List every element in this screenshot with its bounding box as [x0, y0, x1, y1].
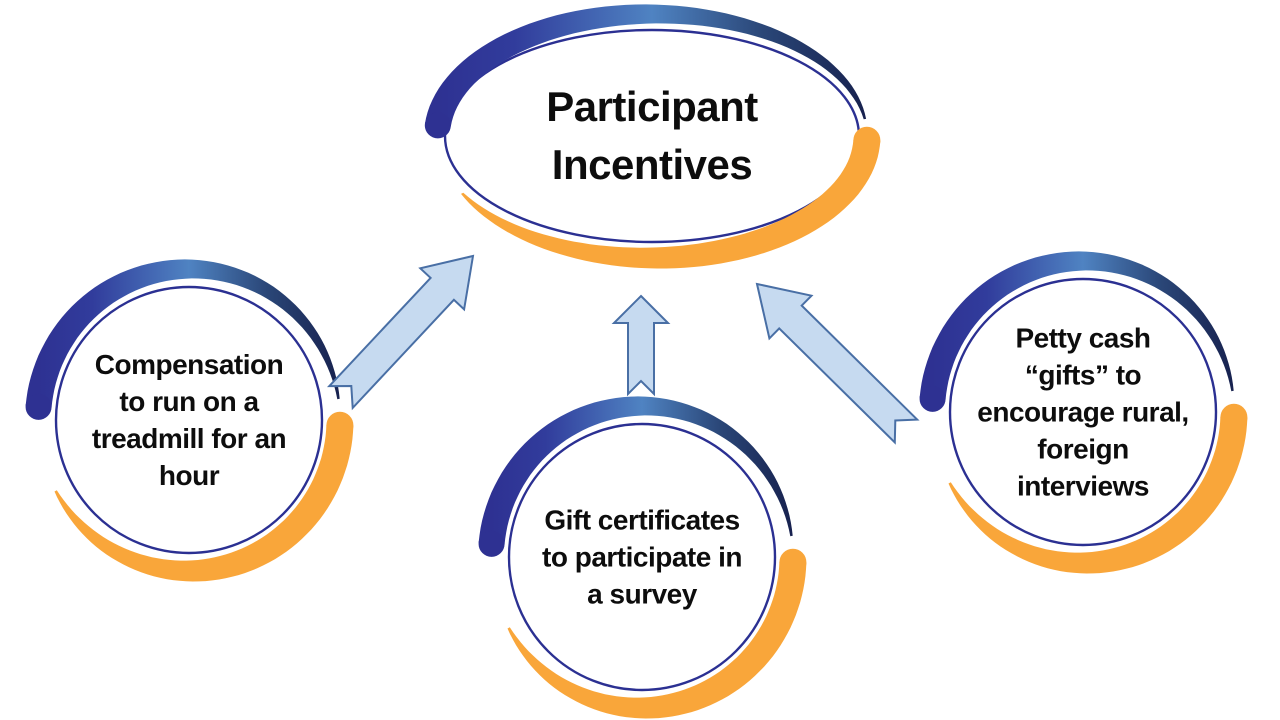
treadmill-node-label: Compensation to run on a treadmill for a… [91, 346, 287, 494]
treadmill-circle-graphic [25, 259, 354, 582]
blue-arc-cap [478, 530, 505, 557]
arrow-survey-to-center [611, 294, 671, 397]
arrow-treadmill-to-center [326, 254, 475, 411]
orange-arc [948, 416, 1248, 574]
treadmill-label-line: hour [158, 460, 220, 491]
orange-arc-cap [853, 126, 881, 154]
blue-arc-cap [919, 385, 946, 412]
orange-arc [507, 561, 807, 719]
pettycash-label-line: encourage rural, [977, 396, 1189, 428]
blue-arc [25, 259, 340, 408]
survey-label-line: to participate in [542, 541, 742, 573]
blue-arc [424, 4, 867, 127]
node-ring [507, 422, 777, 692]
orange-arc-cap [1220, 403, 1248, 431]
orange-arc-cap [326, 411, 354, 439]
orange-arc [54, 424, 354, 582]
center-label-line: Incentives [551, 141, 753, 188]
treadmill-label-line: treadmill for an [91, 423, 287, 454]
survey-label-line: Gift certificates [544, 504, 740, 536]
pettycash-label-line: Petty cash [1015, 322, 1151, 354]
pettycash-circle-graphic [919, 251, 1248, 574]
survey-label-line: a survey [587, 578, 697, 610]
node-ring [948, 277, 1218, 547]
survey-node-label: Gift certificates to participate in a su… [542, 502, 742, 613]
blue-arc-cap [25, 393, 52, 420]
pettycash-node-label: Petty cash “gifts” to encourage rural, f… [977, 320, 1189, 505]
treadmill-label-line: Compensation [94, 349, 284, 380]
pettycash-label-line: interviews [1017, 470, 1149, 502]
pettycash-label-line: “gifts” to [1024, 359, 1142, 391]
pettycash-label-line: foreign [1037, 433, 1129, 465]
node-ring [54, 285, 324, 555]
center-node-label: Participant Incentives [546, 78, 758, 194]
treadmill-label-line: to run on a [119, 386, 259, 417]
blue-arc [919, 251, 1234, 400]
blue-arc [478, 396, 793, 545]
arrow-pettycash-to-center [755, 282, 920, 445]
survey-circle-graphic [478, 396, 807, 719]
blue-arc-cap [424, 112, 451, 139]
orange-arc [461, 139, 881, 269]
center-ellipse-graphic [424, 4, 881, 269]
center-label-line: Participant [546, 83, 758, 130]
orange-arc-cap [779, 548, 807, 576]
